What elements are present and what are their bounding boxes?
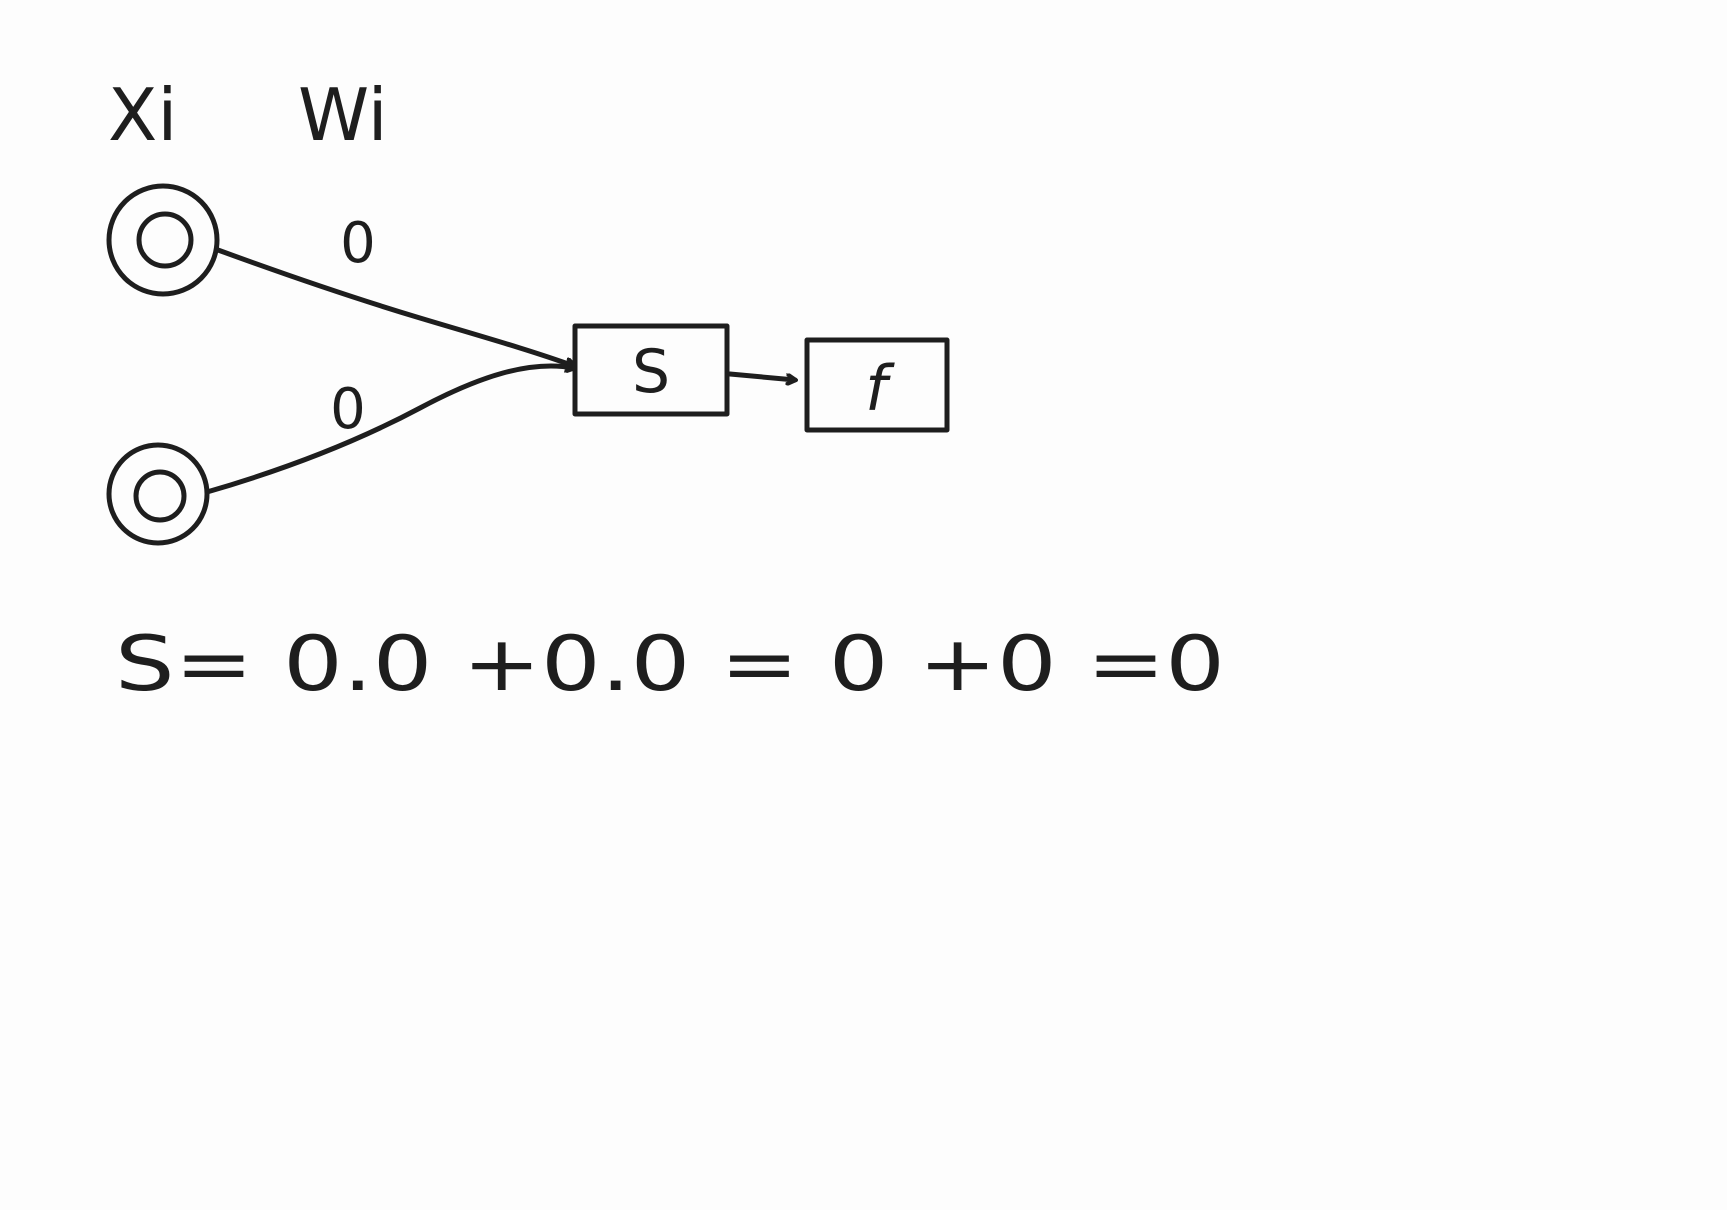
sum-label: S [632,337,670,407]
inputs-header: Xi [108,73,177,157]
input-node-2-outer-ring [106,442,210,546]
sum-node: S [572,323,730,417]
input-node-1-inner-ring [136,211,194,269]
weight-2-label: 0 [330,377,366,442]
activation-node: f [804,337,950,433]
sum-equation: S= 0.0 +0.0 = 0 +0 =0 [115,619,1225,708]
weights-header: Wi [298,73,388,157]
input-node-1: 0 [106,183,220,297]
connection-2-arrow [204,366,574,495]
input-node-2-inner-ring [133,469,187,523]
sum-box [572,323,730,417]
input-node-1-value: 0 [165,239,166,241]
input-node-2-value: 0 [160,495,161,497]
activation-box [804,337,950,433]
connection-1-arrow [215,247,574,366]
sum-to-activation-arrow [727,371,795,380]
weight-1-label: 0 [340,211,376,276]
input-node-2: 0 [106,442,210,546]
activation-label: f [865,352,895,425]
input-node-1-outer-ring [106,183,220,297]
